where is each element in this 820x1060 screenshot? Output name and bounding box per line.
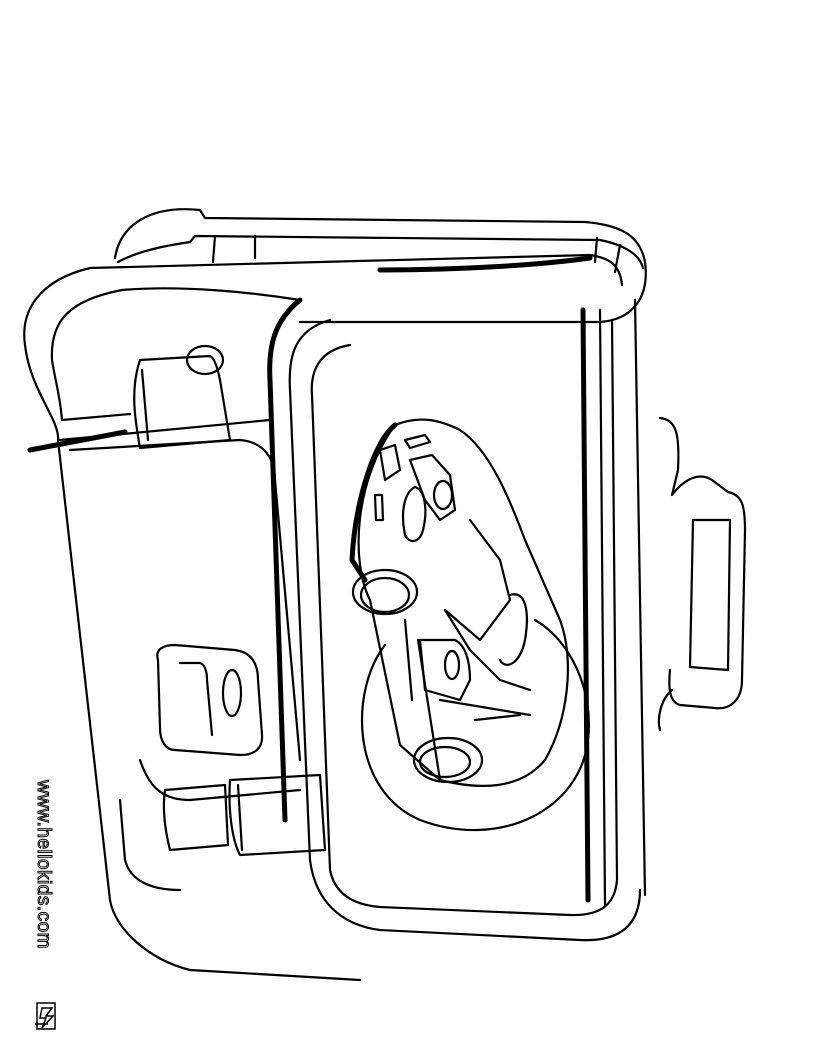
hellokids-logo-icon (35, 1002, 56, 1030)
front-flap (267, 297, 647, 942)
top-strap (88, 208, 647, 324)
side-handle (657, 416, 747, 732)
pocket-number-9 (156, 643, 264, 757)
buckle-straps (133, 344, 327, 857)
watermark-text[interactable]: www.hellokids.com (33, 780, 55, 950)
emblem-circle (360, 618, 590, 832)
race-car (349, 418, 569, 788)
bag-body (23, 266, 362, 982)
